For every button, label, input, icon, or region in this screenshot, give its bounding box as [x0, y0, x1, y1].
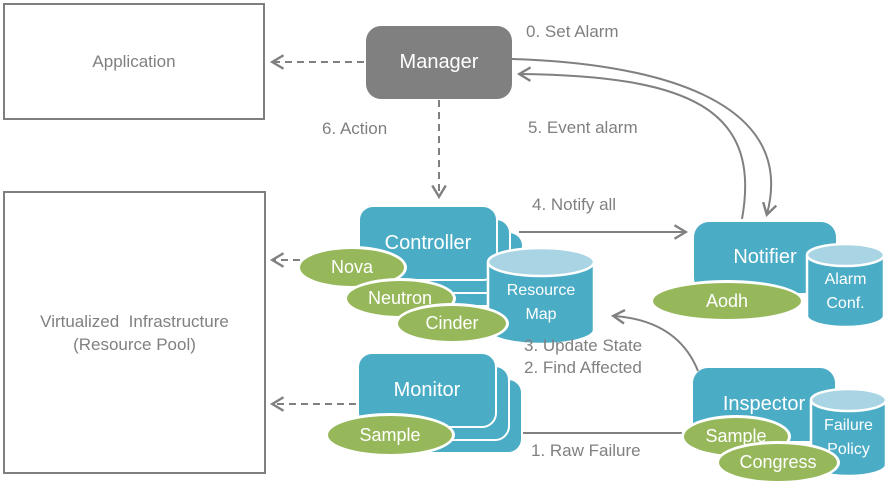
aodh-ellipse: Aodh — [650, 280, 804, 322]
application-label: Application — [92, 52, 176, 71]
failure-policy-cylinder: Failure Policy — [809, 387, 888, 478]
alarm-conf-label-line2: Conf. — [826, 295, 865, 312]
congress-ellipse: Congress — [716, 441, 840, 484]
infrastructure-label-line1: Virtualized Infrastructure — [40, 311, 229, 331]
find-affected-label: 2. Find Affected — [524, 358, 642, 377]
neutron-ellipse: Neutron — [344, 278, 456, 319]
update-state-label: 3. Update State — [524, 336, 643, 355]
resource-map-cylinder: Resource Map — [486, 246, 596, 346]
notify-all-label: 4. Notify all — [532, 195, 617, 214]
cylinder-shape — [805, 242, 886, 329]
virtualized-infrastructure-box: Virtualized Infrastructure (Resource Poo… — [3, 191, 266, 474]
failure-policy-label-line2: Policy — [827, 441, 870, 458]
infrastructure-label-line2: (Resource Pool) — [73, 334, 196, 354]
set-alarm-label: 0. Set Alarm — [526, 22, 619, 41]
arrow-update-state — [610, 308, 699, 372]
arrow-set-alarm — [511, 58, 778, 217]
cinder-label: Cinder — [425, 313, 479, 333]
neutron-label: Neutron — [367, 288, 433, 308]
aodh-label: Aodh — [705, 290, 749, 311]
inspector-sample-label: Sample — [705, 426, 767, 446]
action-label: 6. Action — [322, 119, 388, 138]
arrow-event-alarm — [516, 66, 747, 220]
resource-map-label-line1: Resource — [506, 282, 576, 299]
event-alarm-label: 5. Event alarm — [528, 118, 638, 137]
alarm-conf-cylinder: Alarm Conf. — [805, 242, 886, 329]
controller-label: Controller — [384, 231, 472, 254]
cylinder-shape — [809, 387, 888, 478]
cinder-ellipse: Cinder — [395, 303, 509, 344]
nova-label: Nova — [330, 257, 374, 277]
monitor-sample-label: Sample — [359, 424, 421, 445]
resource-map-label-line2: Map — [525, 306, 557, 323]
manager-box: Manager — [366, 26, 512, 99]
alarm-conf-label-line1: Alarm — [824, 271, 867, 288]
inspector-label: Inspector — [722, 393, 806, 415]
manager-label: Manager — [399, 51, 479, 73]
raw-failure-label: 1. Raw Failure — [531, 441, 641, 460]
failure-policy-label-line1: Failure — [824, 417, 873, 434]
monitor-box: Monitor — [357, 352, 497, 428]
notifier-label: Notifier — [733, 246, 797, 268]
monitor-sample-ellipse: Sample — [325, 413, 455, 457]
application-box: Application — [3, 3, 265, 120]
monitor-label: Monitor — [393, 378, 461, 401]
congress-label: Congress — [739, 452, 817, 472]
